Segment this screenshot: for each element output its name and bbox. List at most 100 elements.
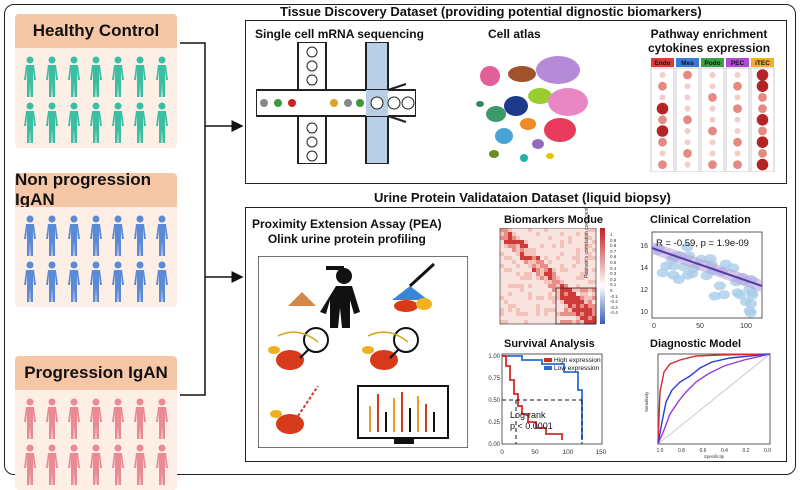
heatmap-cell — [500, 292, 504, 296]
heatmap-cell — [532, 320, 536, 324]
heatmap-cell — [580, 316, 584, 320]
dotplot-dot — [756, 136, 769, 148]
heatmap-cell — [524, 304, 528, 308]
heatmap-cell — [512, 260, 516, 264]
heatmap-cell — [504, 256, 508, 260]
heatmap-cell — [552, 308, 556, 312]
heatmap-cell — [520, 256, 524, 260]
heatmap-cell — [508, 292, 512, 296]
heatmap-cell — [516, 296, 520, 300]
heatmap-cell — [580, 284, 584, 288]
group-non-progression: Non progression IgAN — [15, 170, 177, 307]
heatmap-cell — [544, 304, 548, 308]
heatmap-cell — [552, 252, 556, 256]
heatmap-cell — [584, 240, 588, 244]
heatmap-cell — [540, 280, 544, 284]
heatmap-cell — [540, 284, 544, 288]
heatmap-cell — [588, 300, 592, 304]
heatmap-cell — [556, 248, 560, 252]
heatmap-cell — [588, 308, 592, 312]
heatmap-cell — [528, 240, 532, 244]
roc-xtick: 0.0 — [764, 448, 771, 454]
heatmap-cell — [536, 244, 540, 248]
heatmap-cell — [580, 300, 584, 304]
dotplot-dot — [658, 81, 667, 91]
heatmap-cell — [568, 276, 572, 280]
heatmap-cell — [524, 280, 528, 284]
heatmap-cell — [552, 304, 556, 308]
heatmap-cell — [584, 244, 588, 248]
heatmap-cell — [504, 268, 508, 272]
heatmap-cell — [588, 244, 592, 248]
dotplot-header-label: PEC — [731, 60, 745, 67]
heatmap-cell — [524, 308, 528, 312]
heatmap-cell — [592, 312, 596, 316]
heatmap-cell — [592, 268, 596, 272]
heatmap-cell — [504, 284, 508, 288]
legend-low-label: Low expression — [554, 365, 600, 372]
person-icon — [112, 215, 124, 256]
heatmap-cell — [508, 304, 512, 308]
heatmap-cell — [592, 248, 596, 252]
heatmap-cell — [536, 280, 540, 284]
heatmap-cell — [576, 228, 580, 232]
heatmap-cell — [568, 320, 572, 324]
heatmap-cell — [560, 292, 564, 296]
heatmap-cell — [500, 236, 504, 240]
microfluidic-diagram — [256, 42, 416, 164]
person-icon — [156, 261, 168, 302]
heatmap-cell — [508, 256, 512, 260]
heatmap-cell — [540, 256, 544, 260]
heatmap-cell — [568, 236, 572, 240]
heatmap-cell — [548, 264, 552, 268]
heatmap-cell — [580, 304, 584, 308]
dotplot-dot — [684, 161, 691, 168]
heatmap-cell — [576, 300, 580, 304]
heatmap-cell — [516, 228, 520, 232]
survival-ytick: 0.75 — [488, 376, 500, 382]
dotplot-header — [751, 58, 774, 67]
heatmap-cell — [540, 276, 544, 280]
heatmap-cell — [520, 252, 524, 256]
heatmap-cell — [532, 316, 536, 320]
heatmap-cell — [576, 272, 580, 276]
heatmap-cell — [508, 252, 512, 256]
heatmap-cell — [564, 320, 568, 324]
person-icon — [24, 261, 36, 302]
heatmap-cell — [588, 232, 592, 236]
person-icon — [68, 56, 80, 97]
heatmap-cell — [572, 276, 576, 280]
heatmap-cell — [536, 236, 540, 240]
heatmap-cell — [528, 256, 532, 260]
heatmap-cell — [508, 320, 512, 324]
clinical-point — [681, 270, 694, 280]
heatmap-cell — [520, 320, 524, 324]
person-icon — [46, 215, 58, 256]
heatmap-cell — [504, 228, 508, 232]
heatmap-cell — [512, 312, 516, 316]
heatmap-cell — [572, 320, 576, 324]
heatmap-cell — [568, 268, 572, 272]
heatmap-cell — [580, 268, 584, 272]
person-icon — [156, 56, 168, 97]
person-icon — [24, 215, 36, 256]
heatmap-cell — [544, 296, 548, 300]
heatmap-cell — [516, 268, 520, 272]
heatmap-cell — [504, 244, 508, 248]
heatmap-cell — [552, 244, 556, 248]
heatmap-cell — [536, 240, 540, 244]
heatmap-cell — [572, 244, 576, 248]
dotplot-dot — [733, 137, 742, 147]
heatmap-cell — [580, 320, 584, 324]
heatmap-cell — [564, 300, 568, 304]
heatmap-cell — [516, 280, 520, 284]
heatmap-cell — [528, 268, 532, 272]
heatmap-cell — [556, 228, 560, 232]
dotplot-dot — [708, 93, 717, 102]
heatmap-cell — [580, 256, 584, 260]
clinical-label: Clinical Correlation — [650, 214, 751, 226]
heatmap-cell — [532, 292, 536, 296]
heatmap-cell — [592, 244, 596, 248]
heatmap-cell — [568, 312, 572, 316]
heatmap-cell — [532, 240, 536, 244]
